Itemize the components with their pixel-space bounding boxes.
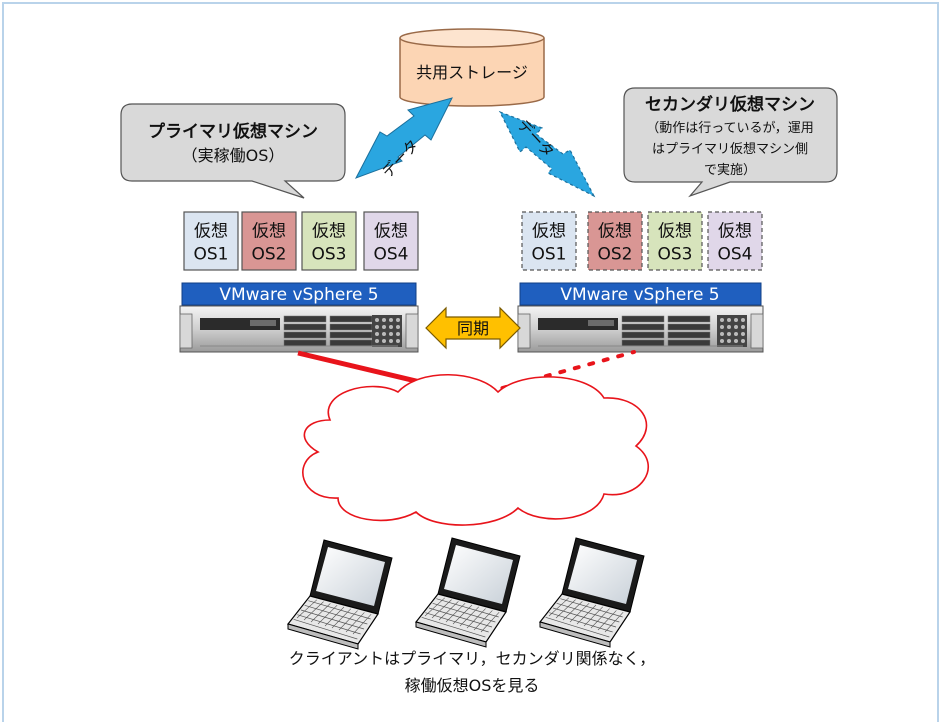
primary-vm-os-label-4: OS4: [374, 245, 409, 265]
secondary-vm-3: 仮想 OS3: [647, 211, 703, 271]
secondary-vm-os-label-2: OS2: [598, 245, 633, 265]
primary-callout: プライマリ仮想マシン （実稼働OS）: [120, 103, 346, 199]
laptop-1: [286, 539, 393, 650]
data-arrow-right: データ: [498, 110, 596, 198]
caption-line2: 稼働仮想OSを見る: [405, 676, 540, 695]
primary-vm-top-label-3: 仮想: [312, 221, 346, 241]
storage-label: 共用ストレージ: [416, 63, 528, 82]
primary-vm-1: 仮想 OS1: [183, 211, 239, 271]
network-cloud: [302, 374, 649, 526]
sync-arrow: 同期: [425, 306, 521, 350]
client-laptops: [286, 537, 645, 650]
primary-callout-title: プライマリ仮想マシン: [148, 121, 318, 142]
primary-vm-top-label-2: 仮想: [252, 221, 286, 241]
hypervisor-label-right: VMware vSphere 5: [560, 285, 719, 305]
server-right: [517, 305, 764, 353]
secondary-vm-1: 仮想 OS1: [521, 211, 577, 271]
vm-group-primary: 仮想 OS1 仮想 OS2 仮想 OS3 仮想 OS4: [183, 211, 419, 271]
secondary-callout-title: セカンダリ仮想マシン: [645, 94, 815, 115]
laptop-2: [414, 537, 521, 648]
primary-vm-top-label-1: 仮想: [194, 221, 228, 241]
laptop-3: [538, 537, 645, 648]
secondary-vm-2: 仮想 OS2: [587, 211, 643, 271]
primary-vm-2: 仮想 OS2: [241, 211, 297, 271]
shared-storage: 共用ストレージ: [399, 28, 545, 107]
secondary-vm-top-label-2: 仮想: [598, 221, 632, 241]
primary-vm-4: 仮想 OS4: [363, 211, 419, 271]
secondary-link-line: [486, 350, 636, 394]
hypervisor-label-left: VMware vSphere 5: [219, 285, 378, 305]
secondary-vm-4: 仮想 OS4: [707, 211, 763, 271]
primary-vm-3: 仮想 OS3: [301, 211, 357, 271]
primary-vm-os-label-2: OS2: [252, 245, 287, 265]
primary-vm-os-label-3: OS3: [312, 245, 347, 265]
secondary-callout-line1: （動作は行っているが，運用: [646, 121, 814, 136]
server-left: [179, 305, 419, 353]
secondary-vm-os-label-4: OS4: [718, 245, 753, 265]
secondary-callout: セカンダリ仮想マシン （動作は行っているが，運用 はプライマリ仮想マシン側 で実…: [623, 87, 838, 198]
secondary-vm-top-label-4: 仮想: [718, 221, 752, 241]
secondary-vm-os-label-3: OS3: [658, 245, 693, 265]
primary-vm-os-label-1: OS1: [194, 245, 229, 265]
hypervisor-bar-right: VMware vSphere 5: [519, 282, 762, 306]
hypervisor-bar-left: VMware vSphere 5: [181, 282, 417, 306]
primary-vm-top-label-4: 仮想: [374, 221, 408, 241]
secondary-vm-top-label-1: 仮想: [532, 221, 566, 241]
caption-line1: クライアントはプライマリ，セカンダリ関係なく，: [289, 649, 655, 668]
primary-callout-sub: （実稼働OS）: [182, 146, 285, 165]
secondary-callout-line2: はプライマリ仮想マシン側: [652, 141, 808, 157]
vm-group-secondary: 仮想 OS1 仮想 OS2 仮想 OS3 仮想 OS4: [521, 211, 763, 271]
data-arrow-left: データ: [354, 97, 453, 181]
sync-label: 同期: [457, 319, 489, 338]
secondary-vm-top-label-3: 仮想: [658, 221, 692, 241]
secondary-callout-line3: で実施）: [704, 162, 756, 178]
secondary-vm-os-label-1: OS1: [532, 245, 567, 265]
